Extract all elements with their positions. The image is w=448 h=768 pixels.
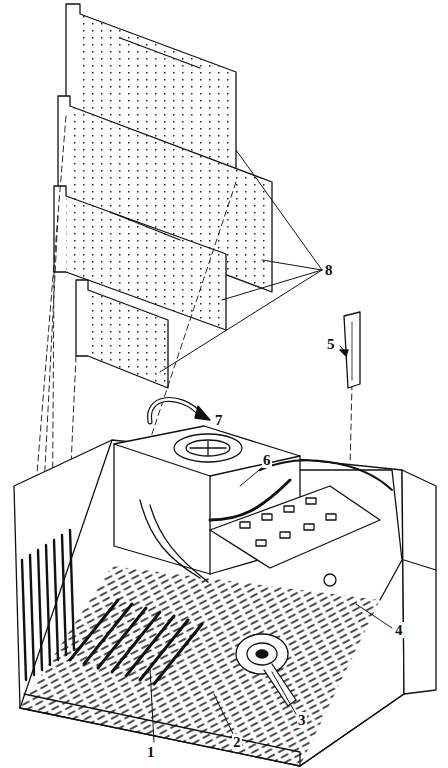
callout-number: 8: [324, 262, 334, 278]
leader-lines: [150, 150, 392, 742]
speaker: [236, 634, 296, 706]
drive-board: [210, 460, 402, 600]
expansion-cards: [54, 4, 272, 388]
cable: [150, 399, 200, 422]
callout-number: 2: [232, 734, 242, 750]
callout-number: 3: [297, 712, 307, 728]
callout-number: 1: [146, 744, 156, 760]
callout-number: 6: [262, 452, 272, 468]
callout-number: 4: [394, 622, 404, 638]
callout-number: 5: [326, 336, 336, 352]
callout-number: 7: [214, 412, 224, 428]
